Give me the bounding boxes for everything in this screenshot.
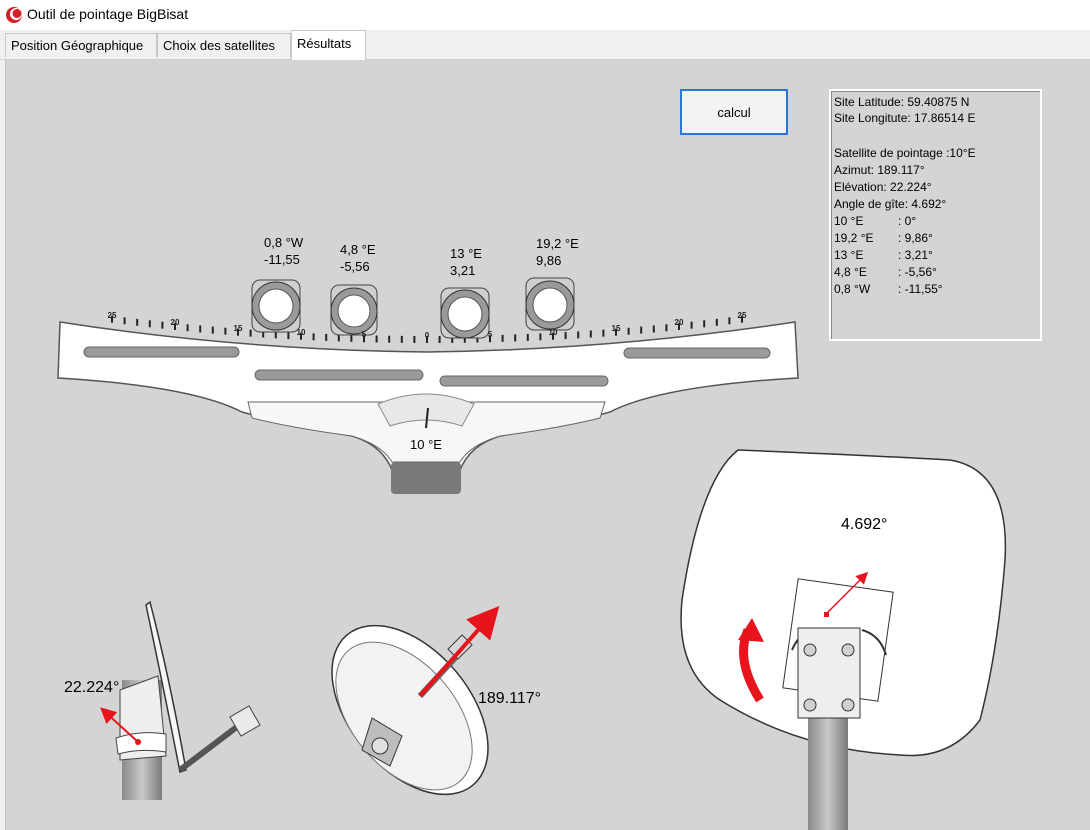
offset-value: : 9,86°	[898, 231, 933, 245]
elevation-value: Elévation: 22.224°	[834, 180, 932, 194]
offset-sat: 0,8 °W	[834, 282, 871, 296]
site-longitude: Site Longitute: 17.86514 E	[834, 111, 976, 125]
site-latitude: Site Latitude: 59.40875 N	[834, 95, 970, 109]
lnb-offset: -11,55	[264, 252, 300, 267]
lnb-1	[330, 284, 378, 336]
tab-resultats[interactable]: Résultats	[291, 30, 366, 60]
skew-angle-label: 4.692°	[833, 516, 896, 534]
scale-tick-label: 5	[361, 330, 367, 340]
lnb-offset: -5,56	[340, 259, 370, 274]
offset-row: 13 °E : 3,21°	[834, 248, 933, 263]
lnb-name: 0,8 °W	[264, 235, 304, 250]
calcul-button[interactable]: calcul	[680, 89, 788, 135]
lnb-3	[525, 277, 575, 331]
lnb-name: 13 °E	[450, 246, 482, 261]
offset-row: 10 °E : 0°	[834, 214, 916, 229]
elevation-diagram	[100, 600, 261, 800]
scale-tick-label: 10	[548, 327, 558, 337]
lnb-name: 4,8 °E	[340, 242, 376, 257]
lnb-0	[251, 279, 301, 333]
scale-tick-label: 20	[674, 318, 684, 327]
window-title: Outil de pointage BigBisat	[27, 6, 189, 22]
elevation-angle-label: 22.224°	[64, 679, 120, 696]
scale-tick-label: 25	[737, 310, 747, 320]
title-bar: Outil de pointage BigBisat	[0, 0, 1090, 30]
tab-choix-des-satellites[interactable]: Choix des satellites	[157, 33, 291, 57]
lnb-label: 0,8 °W -11,55	[264, 234, 303, 268]
scale-tick-label: 10	[296, 327, 306, 337]
scale-tick-label: 15	[233, 323, 243, 333]
lnb-label: 13 °E 3,21	[450, 245, 482, 279]
lnb-label: 4,8 °E -5,56	[340, 241, 376, 275]
lnb-offset: 9,86	[536, 253, 562, 268]
offset-sat: 4,8 °E	[834, 265, 867, 279]
offset-row: 19,2 °E : 9,86°	[834, 231, 933, 246]
offset-value: : 3,21°	[898, 248, 933, 262]
azimuth-diagram	[331, 605, 500, 796]
tab-strip: Position Géographique Choix des satellit…	[0, 30, 1090, 60]
azimut-value: Azimut: 189.117°	[834, 163, 925, 177]
offset-value: : -11,55°	[898, 282, 943, 296]
offset-row: 0,8 °W : -11,55°	[834, 282, 943, 297]
offset-sat: 19,2 °E	[834, 231, 874, 245]
scale-tick-label: 15	[611, 323, 621, 333]
scale-tick-label: 20	[170, 318, 180, 327]
lnb-name: 19,2 °E	[536, 236, 579, 251]
lnb-offset: 3,21	[450, 263, 476, 278]
azimuth-angle-label: 189.117°	[478, 690, 542, 707]
lnb-label: 19,2 °E 9,86	[536, 235, 579, 269]
offset-value: : 0°	[898, 214, 917, 228]
lnb-2	[440, 287, 490, 339]
app-logo-icon	[6, 7, 22, 23]
center-satellite-label: 10 °E	[410, 437, 442, 452]
skew-diagram	[680, 449, 1007, 830]
offset-value: : -5,56°	[898, 265, 937, 279]
offset-row: 4,8 °E : -5,56°	[834, 265, 937, 280]
scale-tick-label: 0	[424, 331, 430, 340]
offset-sat: 10 °E	[834, 214, 864, 228]
lnb-bracket	[57, 315, 799, 494]
scale-tick-label: 25	[107, 310, 117, 320]
tab-position-geographique[interactable]: Position Géographique	[5, 33, 157, 57]
satellite-label: Satellite de pointage :10°E	[834, 146, 976, 160]
scale-tick-label: 5	[487, 330, 493, 340]
offset-sat: 13 °E	[834, 248, 864, 262]
gite-value: Angle de gîte: 4.692°	[834, 197, 947, 211]
results-textbox[interactable]: Site Latitude: 59.40875 N Site Longitute…	[829, 89, 1042, 341]
